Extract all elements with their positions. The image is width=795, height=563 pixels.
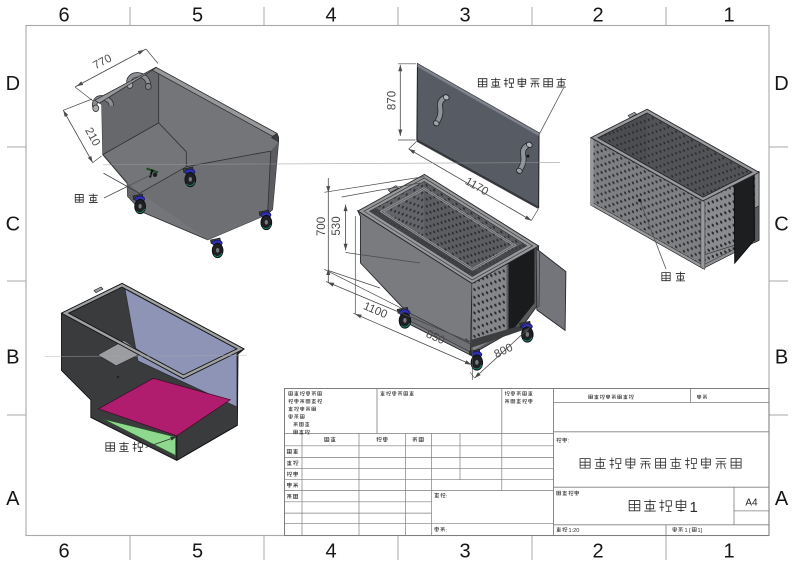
svg-text:5: 5: [192, 541, 203, 563]
svg-text:5: 5: [192, 5, 203, 27]
svg-text:1:20: 1:20: [569, 528, 580, 534]
svg-text:6: 6: [58, 5, 69, 27]
svg-text:A4: A4: [745, 498, 758, 509]
svg-text:1: 1: [723, 541, 734, 563]
svg-text:1 [: 1 [: [685, 528, 692, 534]
svg-text:D: D: [6, 73, 20, 95]
svg-text:4: 4: [325, 541, 336, 563]
svg-text:1: 1: [690, 499, 698, 516]
svg-text:3: 3: [459, 5, 470, 27]
svg-text:D: D: [774, 73, 788, 95]
svg-text::: :: [446, 528, 448, 534]
svg-text::: :: [568, 439, 570, 445]
svg-text:3: 3: [459, 541, 470, 563]
svg-text:4: 4: [325, 5, 336, 27]
svg-text:6: 6: [58, 541, 69, 563]
svg-text:1: 1: [723, 5, 734, 27]
svg-text:1]: 1]: [698, 528, 703, 534]
svg-text:C: C: [774, 214, 788, 236]
svg-text:A: A: [6, 488, 20, 510]
svg-text::: :: [446, 494, 448, 500]
svg-text:870: 870: [387, 91, 399, 110]
svg-text:700: 700: [316, 217, 328, 236]
svg-text:530: 530: [331, 216, 343, 235]
svg-text:B: B: [775, 347, 788, 369]
svg-text:2: 2: [592, 541, 603, 563]
svg-text:A: A: [775, 488, 789, 510]
svg-text:B: B: [6, 347, 19, 369]
svg-text:C: C: [6, 214, 20, 236]
svg-text:2: 2: [592, 5, 603, 27]
